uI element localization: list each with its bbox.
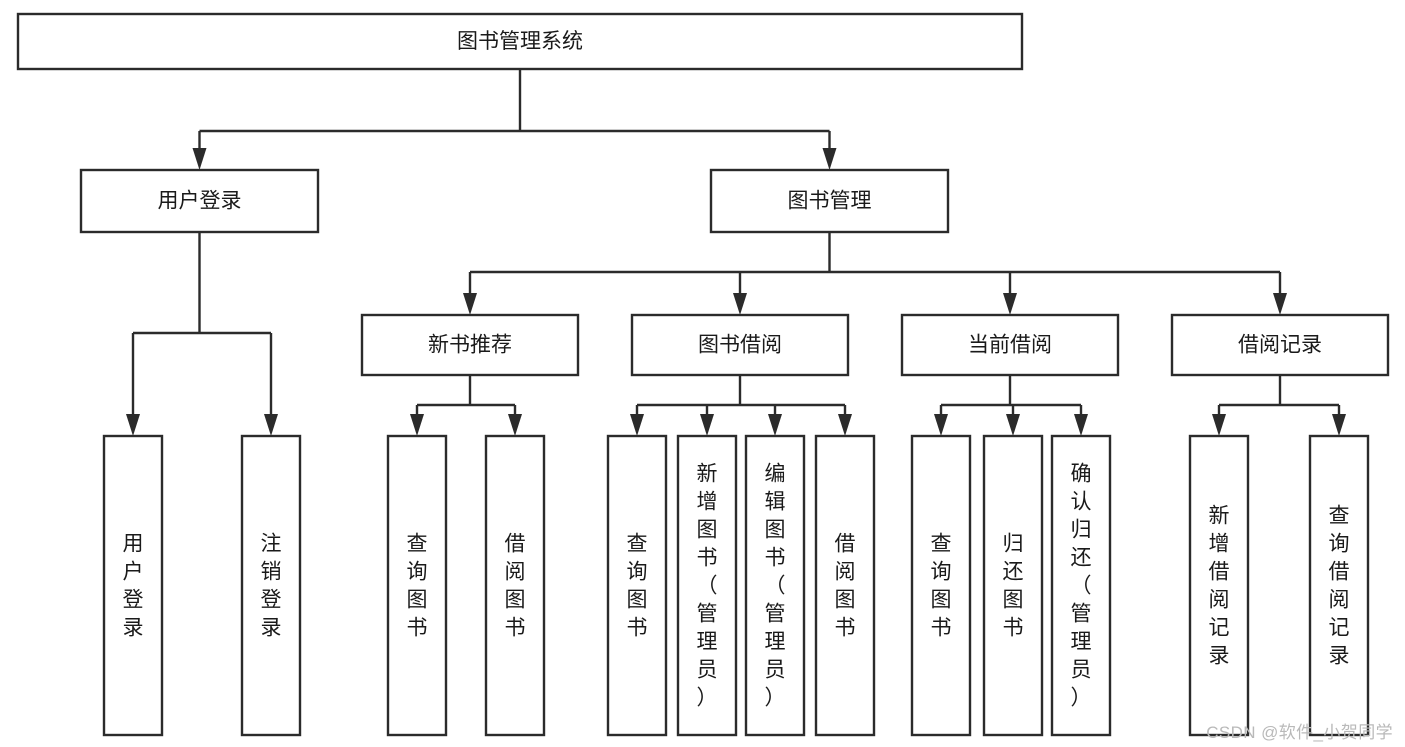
- node-box: [102, 434, 164, 737]
- node-box: [814, 434, 876, 737]
- node-label: 用户登录: [123, 533, 144, 640]
- node-leaf-query-book-2[interactable]: 查询图书: [606, 434, 668, 737]
- arrow-head-icon: [838, 414, 852, 436]
- arrow-head-icon: [192, 148, 207, 170]
- node-label: 归还图书: [1003, 533, 1024, 640]
- node-label: 查询图书: [931, 533, 952, 640]
- node-box: [709, 168, 950, 234]
- node-user-login[interactable]: 用户登录: [79, 168, 320, 234]
- node-leaf-query-book-3[interactable]: 查询图书: [910, 434, 972, 737]
- arrow-head-icon: [508, 414, 522, 436]
- arrow-head-icon: [1003, 293, 1017, 315]
- node-label: 新增借阅记录: [1209, 505, 1230, 668]
- node-leaf-borrow-book-1[interactable]: 借阅图书: [484, 434, 546, 737]
- node-leaf-edit-book[interactable]: 编辑图书（管理员）: [744, 434, 806, 737]
- node-box: [484, 434, 546, 737]
- node-leaf-user-login[interactable]: 用户登录: [102, 434, 164, 737]
- node-label: 借阅图书: [505, 533, 526, 640]
- node-box: [1050, 434, 1112, 737]
- node-box: [16, 12, 1024, 71]
- node-leaf-query-book-1[interactable]: 查询图书: [386, 434, 448, 737]
- arrow-head-icon: [1074, 414, 1088, 436]
- node-label: 用户登录: [158, 190, 242, 213]
- node-label: 查询图书: [627, 533, 648, 640]
- node-box: [1170, 313, 1390, 377]
- node-label: 图书管理系统: [457, 30, 583, 53]
- node-borrow-record[interactable]: 借阅记录: [1170, 313, 1390, 377]
- node-undefined[interactable]: 图书管理系统: [16, 12, 1024, 71]
- arrow-head-icon: [410, 414, 424, 436]
- node-book-manage[interactable]: 图书管理: [709, 168, 950, 234]
- node-label: 借阅图书: [835, 533, 856, 640]
- node-layer: 图书管理系统用户登录图书管理新书推荐图书借阅当前借阅借阅记录用户登录注销登录查询…: [16, 12, 1390, 737]
- node-label: 新书推荐: [428, 334, 512, 357]
- arrow-head-icon: [126, 414, 140, 436]
- node-box: [240, 434, 302, 737]
- arrow-head-icon: [1332, 414, 1346, 436]
- node-box: [744, 434, 806, 737]
- node-label: 确认归还（管理员）: [1071, 463, 1092, 710]
- node-box: [606, 434, 668, 737]
- node-box: [79, 168, 320, 234]
- node-label: 图书管理: [788, 190, 872, 213]
- node-leaf-query-record[interactable]: 查询借阅记录: [1308, 434, 1370, 737]
- node-box: [900, 313, 1120, 377]
- node-box: [1188, 434, 1250, 737]
- arrow-head-icon: [934, 414, 948, 436]
- node-label: 图书借阅: [698, 334, 782, 357]
- arrow-head-icon: [700, 414, 714, 436]
- csdn-watermark: CSDN @软件_小贺同学: [1206, 723, 1393, 742]
- node-box: [360, 313, 580, 377]
- node-label: 查询借阅记录: [1329, 505, 1350, 668]
- node-leaf-logout[interactable]: 注销登录: [240, 434, 302, 737]
- connector-layer: [126, 69, 1346, 436]
- arrow-head-icon: [1212, 414, 1226, 436]
- node-box: [910, 434, 972, 737]
- node-book-borrow[interactable]: 图书借阅: [630, 313, 850, 377]
- node-leaf-borrow-book-2[interactable]: 借阅图书: [814, 434, 876, 737]
- arrow-head-icon: [463, 293, 477, 315]
- node-label: 当前借阅: [968, 334, 1052, 357]
- node-label: 查询图书: [407, 533, 428, 640]
- node-box: [630, 313, 850, 377]
- arrow-head-icon: [733, 293, 747, 315]
- node-label: 注销登录: [261, 533, 282, 640]
- node-label: 新增图书（管理员）: [697, 463, 718, 710]
- node-box: [1308, 434, 1370, 737]
- arrow-head-icon: [822, 148, 837, 170]
- arrow-head-icon: [1006, 414, 1020, 436]
- node-current-borrow[interactable]: 当前借阅: [900, 313, 1120, 377]
- node-box: [676, 434, 738, 737]
- node-leaf-return-book[interactable]: 归还图书: [982, 434, 1044, 737]
- node-label: 借阅记录: [1238, 334, 1322, 357]
- node-box: [386, 434, 448, 737]
- node-leaf-confirm-return[interactable]: 确认归还（管理员）: [1050, 434, 1112, 737]
- node-leaf-add-record[interactable]: 新增借阅记录: [1188, 434, 1250, 737]
- node-leaf-add-book[interactable]: 新增图书（管理员）: [676, 434, 738, 737]
- arrow-head-icon: [630, 414, 644, 436]
- node-new-book-rec[interactable]: 新书推荐: [360, 313, 580, 377]
- arrow-head-icon: [768, 414, 782, 436]
- arrow-head-icon: [1273, 293, 1287, 315]
- arrow-head-icon: [264, 414, 278, 436]
- node-box: [982, 434, 1044, 737]
- node-label: 编辑图书（管理员）: [765, 463, 786, 710]
